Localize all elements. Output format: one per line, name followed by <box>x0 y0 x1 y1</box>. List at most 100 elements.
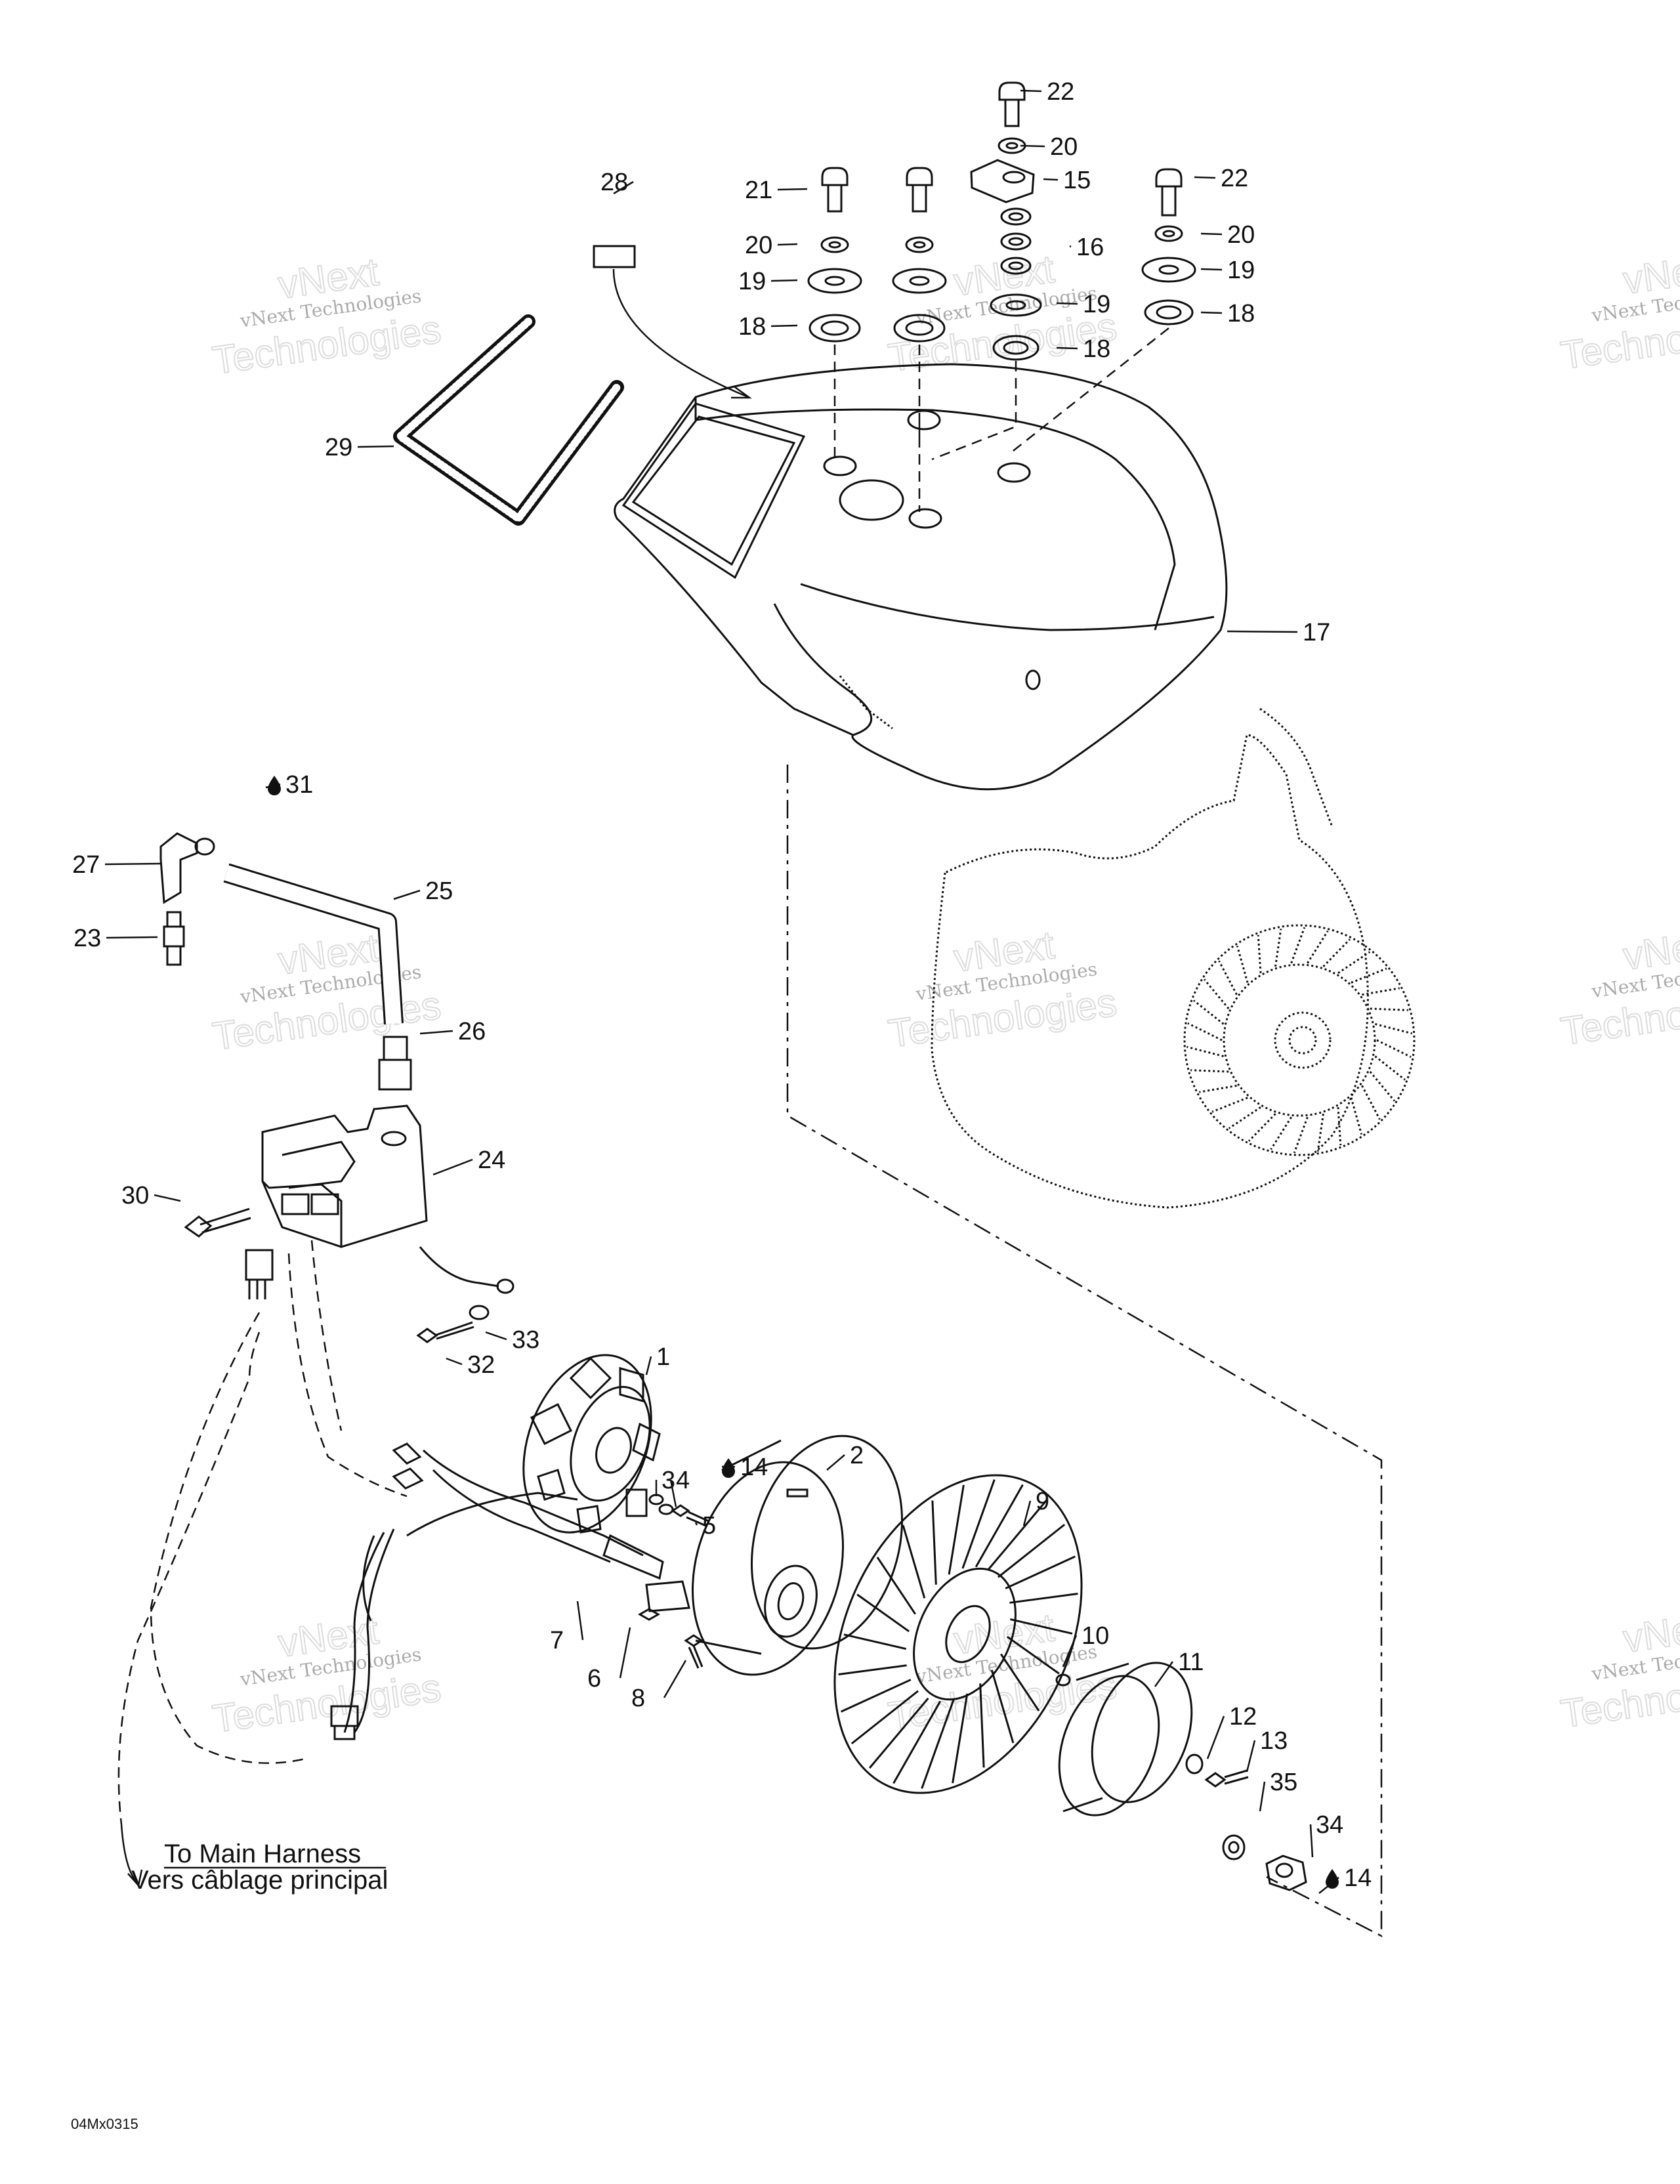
fan-blade <box>931 1500 937 1585</box>
callout-19: 19 <box>738 268 798 295</box>
fan-blade <box>843 1633 907 1650</box>
starter-fin <box>1293 1116 1309 1154</box>
fan-blade <box>856 1593 910 1633</box>
starter-fin <box>1193 999 1225 1025</box>
callout-number: 8 <box>631 1685 645 1712</box>
callout-leader <box>1200 268 1223 271</box>
callout-22: 22 <box>1020 78 1074 106</box>
fan-blade <box>1006 1635 1060 1675</box>
callout-leader <box>485 1331 507 1341</box>
callout-14: 14 <box>1318 1864 1372 1894</box>
callout-leader <box>106 936 158 939</box>
starter-fin <box>1270 1116 1292 1150</box>
callout-leader <box>613 180 634 195</box>
callout-number: 19 <box>1083 291 1110 318</box>
seal-strip-29 <box>393 314 624 526</box>
starter-fin <box>1370 1007 1408 1011</box>
callout-leader <box>419 1030 453 1035</box>
callout-leader <box>1200 311 1223 314</box>
starter-fin <box>1186 1045 1224 1057</box>
callout-leader <box>432 1158 473 1176</box>
callout-number: 18 <box>738 313 766 341</box>
fastener-stack-top <box>807 81 1196 512</box>
callout-number: 7 <box>550 1627 564 1654</box>
callout-33: 33 <box>485 1326 539 1354</box>
fan-blade <box>892 1700 942 1784</box>
callout-number: 31 <box>285 771 313 799</box>
callout-leader <box>770 279 798 282</box>
callout-number: 23 <box>74 925 101 952</box>
screw-30 <box>184 1208 251 1238</box>
callout-number: 19 <box>738 268 766 295</box>
callout-24: 24 <box>432 1146 505 1176</box>
callout-number: 14 <box>740 1454 768 1481</box>
callout-number: 13 <box>1260 1727 1288 1755</box>
callout-leader <box>1069 245 1072 248</box>
callout-number: 20 <box>1227 221 1255 249</box>
callout-number: 12 <box>1229 1703 1257 1731</box>
starter-fin <box>1211 1097 1248 1113</box>
fan-blade <box>987 1499 1048 1571</box>
callout-7: 7 <box>550 1601 584 1654</box>
starter-fin <box>1236 946 1249 983</box>
callout-number: 18 <box>1083 335 1110 363</box>
starter-fin <box>1376 1039 1412 1059</box>
housing-cover-17 <box>614 363 1228 791</box>
callout-number: 20 <box>745 232 772 259</box>
callout-number: 27 <box>72 851 100 879</box>
callout-1: 1 <box>645 1343 670 1376</box>
rewind-starter-housing <box>931 707 1416 1209</box>
callout-number: 22 <box>1047 78 1074 106</box>
callout-number: 26 <box>458 1018 486 1045</box>
starter-fin <box>1290 927 1306 964</box>
starter-fin <box>1257 934 1262 973</box>
starter-fin <box>1374 1055 1406 1081</box>
callout-number: 4 <box>676 1467 690 1494</box>
callout-19: 19 <box>1056 291 1110 318</box>
callout-number: 28 <box>600 169 628 196</box>
callout-leader <box>1227 630 1298 633</box>
fan-blade <box>952 1693 969 1784</box>
pulley-11 <box>1055 1662 1193 1816</box>
starter-fin <box>1190 1069 1229 1073</box>
callout-5: 5 <box>694 1512 716 1540</box>
starter-fin <box>1187 1022 1223 1041</box>
callout-number: 10 <box>1082 1622 1109 1650</box>
callout-number: 30 <box>121 1182 149 1209</box>
watermark-outline: vNext <box>1620 245 1680 303</box>
callout-29: 29 <box>325 434 394 461</box>
starter-fin <box>1322 938 1351 967</box>
shaft-hardware <box>1185 1754 1307 1891</box>
callout-8: 8 <box>631 1660 687 1712</box>
callout-number: 22 <box>1221 165 1248 192</box>
watermark-layer: vNext Technologies vNext Technologies vN… <box>209 244 1680 1742</box>
watermark-outline: vNext <box>1620 921 1680 978</box>
callout-30: 30 <box>121 1182 181 1209</box>
callout-10: 10 <box>1062 1622 1109 1668</box>
starter-fin <box>1362 987 1400 996</box>
callout-6: 6 <box>587 1627 631 1692</box>
callout-number: 35 <box>1270 1769 1297 1796</box>
ignition-coil-24 <box>261 1104 514 1294</box>
connector-plug <box>245 1249 274 1299</box>
callout-23: 23 <box>74 925 158 952</box>
callout-14: 14 <box>722 1454 768 1481</box>
callout-number: 20 <box>1050 133 1078 161</box>
callout-leader <box>826 1454 845 1471</box>
fan-blade <box>841 1679 912 1713</box>
callout-leader <box>576 1601 584 1641</box>
callout-32: 32 <box>446 1351 495 1379</box>
callout-leader <box>1056 302 1078 305</box>
oil-drop-icon <box>1326 1869 1339 1889</box>
callout-22: 22 <box>1194 165 1248 192</box>
fan-blade <box>1000 1653 1040 1712</box>
starter-fin <box>1350 1097 1363 1135</box>
callout-number: 21 <box>745 177 772 204</box>
fan-blade <box>979 1683 985 1768</box>
callout-leader <box>777 188 808 191</box>
callout-leader <box>619 1627 631 1679</box>
callout-number: 24 <box>478 1146 505 1174</box>
callout-number: 14 <box>1344 1864 1372 1892</box>
callout-leader <box>777 243 798 246</box>
fan-blade <box>1005 1555 1076 1589</box>
